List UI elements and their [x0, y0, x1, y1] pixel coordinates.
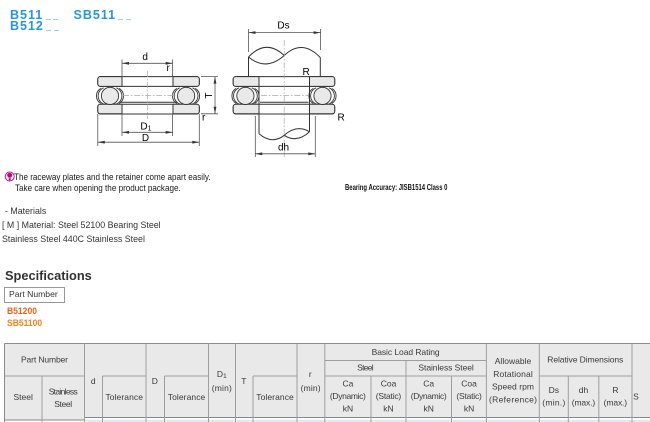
svg-text:T: T [204, 92, 215, 98]
svg-text:Part Number: Part Number [21, 355, 68, 365]
svg-text:d: d [91, 376, 96, 386]
svg-text:S: S [633, 391, 639, 401]
svg-text:Tolerance: Tolerance [256, 392, 294, 402]
svg-text:kN: kN [424, 403, 434, 413]
svg-text:D1: D1 [140, 121, 151, 132]
svg-text:D1: D1 [217, 369, 227, 380]
svg-text:Speed rpm: Speed rpm [492, 382, 534, 392]
svg-text:Stainless Steel: Stainless Steel [418, 363, 474, 373]
svg-text:Ca: Ca [342, 378, 353, 388]
svg-text:Tolerance: Tolerance [105, 392, 143, 402]
svg-text:(min.): (min.) [542, 397, 565, 407]
svg-text:Relative Dimensions: Relative Dimensions [547, 354, 623, 364]
svg-text:(min): (min) [212, 383, 232, 393]
svg-text:r: r [202, 113, 206, 124]
svg-text:dh: dh [579, 385, 589, 395]
svg-text:Stainless: Stainless [49, 386, 78, 396]
svg-text:Ds: Ds [549, 385, 559, 395]
svg-text:(Dynamic): (Dynamic) [330, 391, 366, 401]
svg-text:kN: kN [464, 403, 474, 413]
svg-text:dh: dh [278, 143, 289, 154]
svg-text:Tolerance: Tolerance [168, 392, 206, 402]
svg-text:kN: kN [383, 403, 393, 413]
svg-text:Steel: Steel [14, 392, 33, 402]
svg-text:Ds: Ds [277, 21, 289, 32]
svg-text:Steel: Steel [357, 363, 374, 373]
svg-text:Ca: Ca [423, 378, 434, 388]
svg-text:(max.): (max.) [604, 397, 628, 407]
svg-text:D: D [142, 133, 149, 144]
svg-text:(Static): (Static) [456, 391, 482, 401]
svg-text:R: R [612, 385, 618, 395]
svg-text:D: D [152, 376, 158, 386]
svg-text:Coa: Coa [461, 378, 477, 388]
svg-text:Basic Load Rating: Basic Load Rating [372, 347, 440, 357]
svg-text:R: R [338, 113, 345, 124]
svg-text:r: r [167, 63, 171, 74]
svg-text:Allowable: Allowable [495, 356, 532, 366]
svg-text:(min): (min) [301, 383, 321, 393]
svg-text:Rotational: Rotational [493, 369, 533, 379]
svg-text:r: r [309, 369, 312, 379]
svg-text:R: R [303, 67, 310, 78]
svg-text:T: T [241, 376, 246, 386]
svg-text:kN: kN [343, 403, 353, 413]
svg-text:Steel: Steel [54, 399, 72, 409]
svg-text:Coa: Coa [381, 378, 397, 388]
svg-text:(Dynamic): (Dynamic) [411, 391, 447, 401]
svg-text:d: d [142, 52, 148, 63]
svg-text:(max.): (max.) [572, 397, 596, 407]
svg-text:(Static): (Static) [376, 391, 402, 401]
svg-text:(Reference): (Reference) [489, 395, 537, 405]
